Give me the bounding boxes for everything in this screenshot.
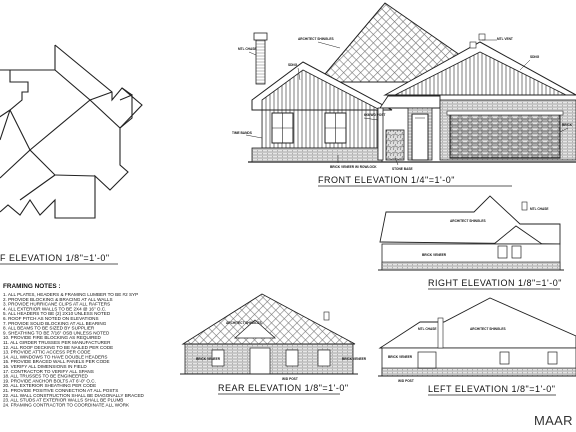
left-callout-chase: MTL CHASE (418, 327, 437, 331)
note-8: 8. ALL BEAMS TO BE SIZED BY SUPPLIER (3, 326, 95, 331)
note-10: 10. PROVIDE FIRE BLOCKING AS REQUIRED (3, 335, 101, 340)
watermark: MAAR (534, 413, 573, 428)
right-gable-siding (394, 51, 567, 96)
note-23: 23. ALL STUDS AT EXTERIOR WALLS SHALL BE… (3, 398, 123, 403)
left-callout-brick: BRICK VENEER (388, 355, 413, 359)
note-1: 1. ALL PLATES, HEADERS & FRAMING LUMBER … (3, 292, 138, 297)
note-13: 13. PROVIDE ATTIC ACCESS PER CODE (3, 350, 90, 355)
note-14: 14. ALL WINDOWS TO HAVE DOUBLE HEADERS (3, 354, 108, 359)
rear-callout-post: W/D POST (282, 377, 298, 381)
front-callout-stone: STONE BASE (392, 167, 413, 171)
note-24: 24. FRAMING CONTRACTOR TO COORDINATE ALL… (3, 402, 130, 407)
front-elevation-title: FRONT ELEVATION 1/4"=1'-0" (318, 175, 455, 185)
framing-notes: FRAMING NOTES : 1. ALL PLATES, HEADERS &… (3, 283, 145, 407)
note-5: 5. ALL HEADERS TO BE (2) 2X10 UNLESS NOT… (3, 311, 111, 316)
rear-callout-brick-left: BRICK VENEER (196, 357, 221, 361)
right-window-2 (511, 245, 522, 259)
roof-vent-1 (469, 41, 477, 49)
roof-plan-title: F ELEVATION 1/8"=1'-0" (0, 253, 110, 263)
note-22: 22. ALL WALL CONSTRUCTION SHALL BE DIAGO… (3, 393, 145, 398)
chimney-cap (253, 32, 268, 41)
note-20: 20. ALL EXTERIOR SHEATHING PER CODE (3, 383, 96, 388)
note-17: 17. CONTRACTOR TO VERIFY ALL SPANS (3, 369, 94, 374)
brick-base-left (251, 147, 383, 163)
front-callout-chase: MTL CHASE (238, 47, 257, 51)
left-window-3 (547, 351, 558, 365)
front-callout-shingles: ARCHITECT SHINGLES (298, 37, 334, 41)
note-19: 19. PROVIDE ANCHOR BOLTS AT 6'-0" O.C. (3, 378, 96, 383)
rear-gable (233, 319, 277, 339)
note-9: 9. SHEATHING TO BE 7/16" OSB UNLESS NOTE… (3, 330, 110, 335)
rear-callout-brick-right: BRICK VENEER (342, 357, 367, 361)
left-window-2 (499, 351, 510, 365)
note-18: 18. ALL TRUSSES TO BE ENGINEERED (3, 374, 89, 379)
left-elevation-title: LEFT ELEVATION 1/8"=1'-0" (428, 384, 555, 394)
front-callout-post: 6X6 WD POST (364, 113, 385, 117)
right-window-1 (497, 245, 508, 259)
right-chase (521, 201, 528, 211)
front-callout-brick-right: BRICK (562, 123, 573, 127)
left-window-1 (417, 351, 437, 369)
note-6: 6. ROOF PITCH AS NOTED ON ELEVATIONS (3, 316, 99, 321)
note-11: 11. ALL GIRDER TRUSSES PER MANUFACTURER (3, 340, 111, 345)
note-15: 15. PROVIDE BRACED WALL PANELS PER CODE (3, 359, 110, 364)
front-callout-siding-right: SDNG (530, 55, 540, 59)
right-callout-shingles: ARCHITECT SHINGLES (450, 219, 486, 223)
front-door (411, 113, 429, 161)
front-callout-brick: BRICK VENEER W/ ROWLOCK (330, 165, 377, 169)
roof-vent-2 (478, 33, 486, 41)
left-roof (378, 297, 576, 349)
roof-plan (0, 44, 143, 219)
rear-callout-shingles: ARCHITECT SHINGLES (226, 321, 262, 325)
rear-window-3 (317, 349, 331, 367)
right-callout-chase: MTL CHASE (530, 207, 549, 211)
note-16: 16. VERIFY ALL DIMENSIONS IN FIELD (3, 364, 87, 369)
note-12: 12. ALL ROOF DECKING TO BE NAILED PER CO… (3, 345, 113, 350)
right-elevation: ARCHITECT SHINGLES MTL CHASE BRICK VENEE… (378, 195, 564, 271)
note-4: 4. ALL EXTERIOR WALLS TO BE 2X4 @ 16" O.… (3, 306, 106, 311)
left-callout-post: W/D POST (398, 379, 414, 383)
note-3: 3. PROVIDE HURRICANE CLIPS AT ALL RAFTER… (3, 302, 110, 307)
rear-chase (323, 311, 330, 321)
front-elevation: MTL CHASE ARCHITECT SHINGLES MTL VENT SD… (232, 2, 576, 171)
left-chase (437, 317, 444, 349)
rear-window-2 (285, 349, 299, 367)
note-2: 2. PROVIDE BLOCKING & BRACING AT ALL WAL… (3, 297, 113, 302)
rear-elevation-title: REAR ELEVATION 1/8"=1'-0" (218, 383, 349, 393)
left-callout-shingles: ARCHITECT SHINGLES (470, 327, 506, 331)
right-elevation-title: RIGHT ELEVATION 1/8"=1'-0" (428, 278, 562, 288)
rear-door (249, 347, 271, 375)
note-7: 7. PROVIDE SOLID BLOCKING AT ALL BEARING (3, 321, 107, 326)
right-callout-brick: BRICK VENEER (422, 253, 447, 257)
framing-notes-heading: FRAMING NOTES : (3, 283, 61, 290)
front-callout-bands: TIME BANDS (232, 131, 252, 135)
porch-roof (379, 95, 441, 109)
porch-post (377, 107, 384, 161)
front-callout-siding-left: SDNG (288, 63, 298, 67)
rear-elevation: ARCHITECT SHINGLES BRICK VENEER BRICK VE… (180, 293, 367, 381)
left-elevation: ARCHITECT SHINGLES MTL CHASE BRICK VENEE… (378, 297, 576, 383)
garage-door (449, 113, 561, 159)
chimney-chase (255, 39, 266, 85)
front-callout-vent: MTL VENT (497, 37, 513, 41)
rear-window-1 (211, 349, 225, 367)
stone-base (385, 129, 405, 161)
note-21: 21. PROVIDE POSITIVE CONNECTION AT ALL P… (3, 388, 118, 393)
